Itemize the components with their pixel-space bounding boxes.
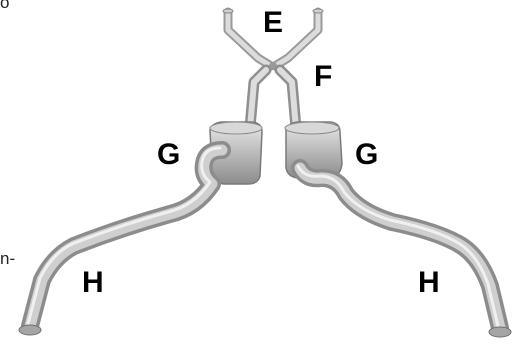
tailpipe-left bbox=[19, 148, 222, 335]
label-g-left: G bbox=[157, 140, 180, 170]
tailpipe-right bbox=[298, 166, 511, 337]
edge-text-fragment-top: o bbox=[0, 0, 9, 11]
label-g-right: G bbox=[355, 140, 378, 170]
intermediate-pipes bbox=[250, 70, 296, 128]
label-h-right: H bbox=[418, 268, 440, 298]
label-h-left: H bbox=[82, 268, 104, 298]
label-f: F bbox=[314, 62, 332, 92]
label-e: E bbox=[263, 8, 283, 38]
edge-text-fragment-left: n- bbox=[0, 250, 15, 267]
